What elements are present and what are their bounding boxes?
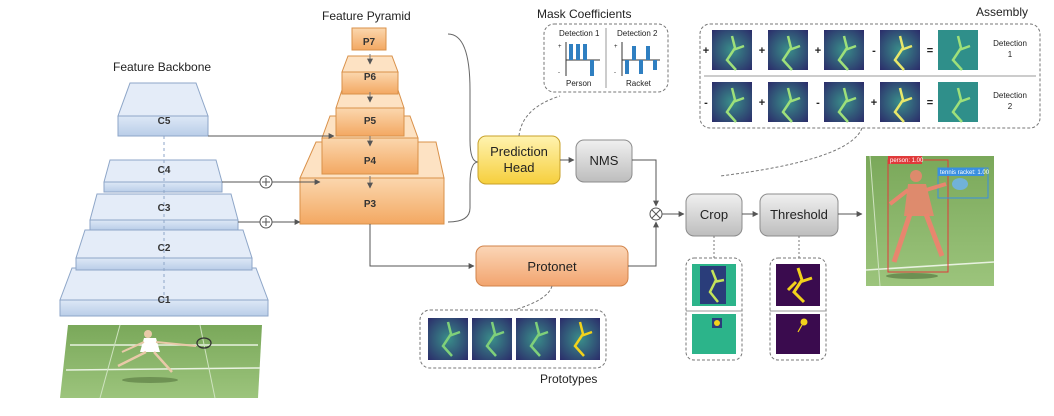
p3-to-protonet-arrow (369, 224, 475, 269)
c4-label: C4 (158, 165, 171, 176)
protonet-to-multiply-arrow (628, 221, 659, 267)
assembly-panel: Detection 1 Detection 2 + + + - = - + - + = (699, 23, 1041, 129)
coef-class-person: Person (566, 79, 591, 88)
protonet-label: Protonet (527, 259, 577, 274)
assembly-row2-op-3: + (871, 97, 877, 109)
crop-label: Crop (700, 207, 728, 222)
assembly-detection-2-line2: 2 (1008, 102, 1013, 111)
threshold-mask-racket (776, 314, 820, 354)
prototypes-panel (419, 309, 607, 369)
assembly-row2-op-2: - (816, 97, 820, 109)
assembly-row1-op-0: + (703, 45, 709, 57)
assembly-row1-op-4: = (927, 45, 933, 57)
assembly-row1-op-1: + (759, 45, 765, 57)
racket-tag: tennis racket: 1.00 (940, 170, 990, 176)
p6-label: P6 (364, 72, 377, 83)
coef2-minus: - (614, 70, 616, 76)
crop-block: Crop (685, 193, 743, 237)
assembly-title: Assembly (976, 5, 1028, 19)
assembly-row1-op-2: + (815, 45, 821, 57)
assembly-detection-2-line1: Detection (993, 91, 1027, 100)
feature-pyramid: P3 P4 P5 P6 P7 (299, 27, 445, 225)
pyramid-brace (447, 33, 479, 223)
threshold-block: Threshold (759, 193, 839, 237)
coef-class-racket: Racket (626, 79, 652, 88)
c4-layer (103, 181, 223, 193)
protonet-to-prototypes-link (513, 285, 553, 311)
assembly-to-crop-link (719, 127, 863, 177)
person-tag: person: 1.00 (890, 158, 924, 164)
sum-node-c3 (259, 215, 273, 229)
output-segmentation-image: person: 1.00 tennis racket: 1.00 (865, 155, 995, 287)
nms-to-multiply-arrow (632, 159, 659, 207)
c1-label: C1 (158, 295, 171, 306)
assembly-detection-1-line2: 1 (1008, 50, 1013, 59)
p3-label: P3 (364, 199, 377, 210)
multiply-node (649, 207, 663, 221)
coef-detection-1-label: Detection 1 (559, 29, 600, 38)
c5-layer (117, 115, 209, 137)
assembly-row2-op-0: - (704, 97, 708, 109)
assembly-row2-op-1: + (759, 97, 765, 109)
feature-backbone: C1 C2 C3 C4 C5 (59, 82, 269, 317)
p4-label: P4 (364, 156, 377, 167)
crop-results-panel (685, 257, 743, 361)
coef1-plus: + (558, 44, 562, 50)
threshold-label: Threshold (770, 207, 828, 222)
p5-label: P5 (364, 116, 377, 127)
p7-label: P7 (363, 37, 376, 48)
p5-layer (335, 107, 405, 137)
feature-pyramid-title: Feature Pyramid (322, 9, 411, 23)
sum-node-c4 (259, 175, 273, 189)
coef-detection-2-label: Detection 2 (617, 29, 658, 38)
assembly-row2-op-4: = (927, 97, 933, 109)
mask-coefficients-panel: Detection 1 Detection 2 + - Person + - R… (543, 23, 669, 93)
threshold-results-panel (769, 257, 827, 361)
feature-backbone-title: Feature Backbone (113, 60, 211, 74)
p7-layer (351, 27, 387, 51)
nms-block: NMS (575, 139, 633, 183)
input-tennis-image (60, 324, 262, 399)
protonet-block: Protonet (475, 245, 629, 287)
prototypes-title: Prototypes (540, 372, 597, 386)
c5-label: C5 (158, 116, 171, 127)
c2-label: C2 (158, 243, 171, 254)
assembly-row1-op-3: - (872, 45, 876, 57)
coef2-plus: + (614, 44, 618, 50)
nms-label: NMS (590, 153, 619, 168)
mask-coefficients-title: Mask Coefficients (537, 7, 631, 21)
assembly-detection-1-line1: Detection (993, 39, 1027, 48)
coef1-minus: - (558, 70, 560, 76)
head-to-coef-link (518, 95, 561, 137)
